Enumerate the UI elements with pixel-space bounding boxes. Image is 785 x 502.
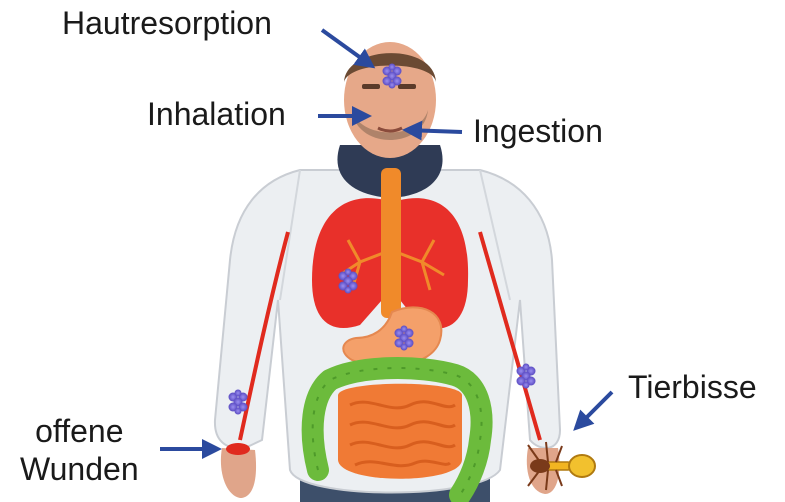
trachea — [381, 168, 401, 318]
wound-marker — [226, 443, 250, 455]
label-offene: offene — [20, 412, 139, 450]
label-hautresorption: Hautresorption — [62, 6, 272, 41]
label-tierbisse: Tierbisse — [628, 370, 757, 405]
arrow-tierbisse — [576, 392, 612, 428]
label-inhalation: Inhalation — [147, 97, 286, 132]
head — [344, 42, 436, 158]
label-wunden: Wunden — [20, 450, 139, 488]
label-offene-wunden: offene Wunden — [20, 412, 139, 489]
arrow-hautresorption — [322, 30, 372, 66]
small-intestine — [338, 384, 462, 479]
label-ingestion: Ingestion — [473, 114, 603, 149]
arrow-ingestion — [406, 130, 462, 132]
